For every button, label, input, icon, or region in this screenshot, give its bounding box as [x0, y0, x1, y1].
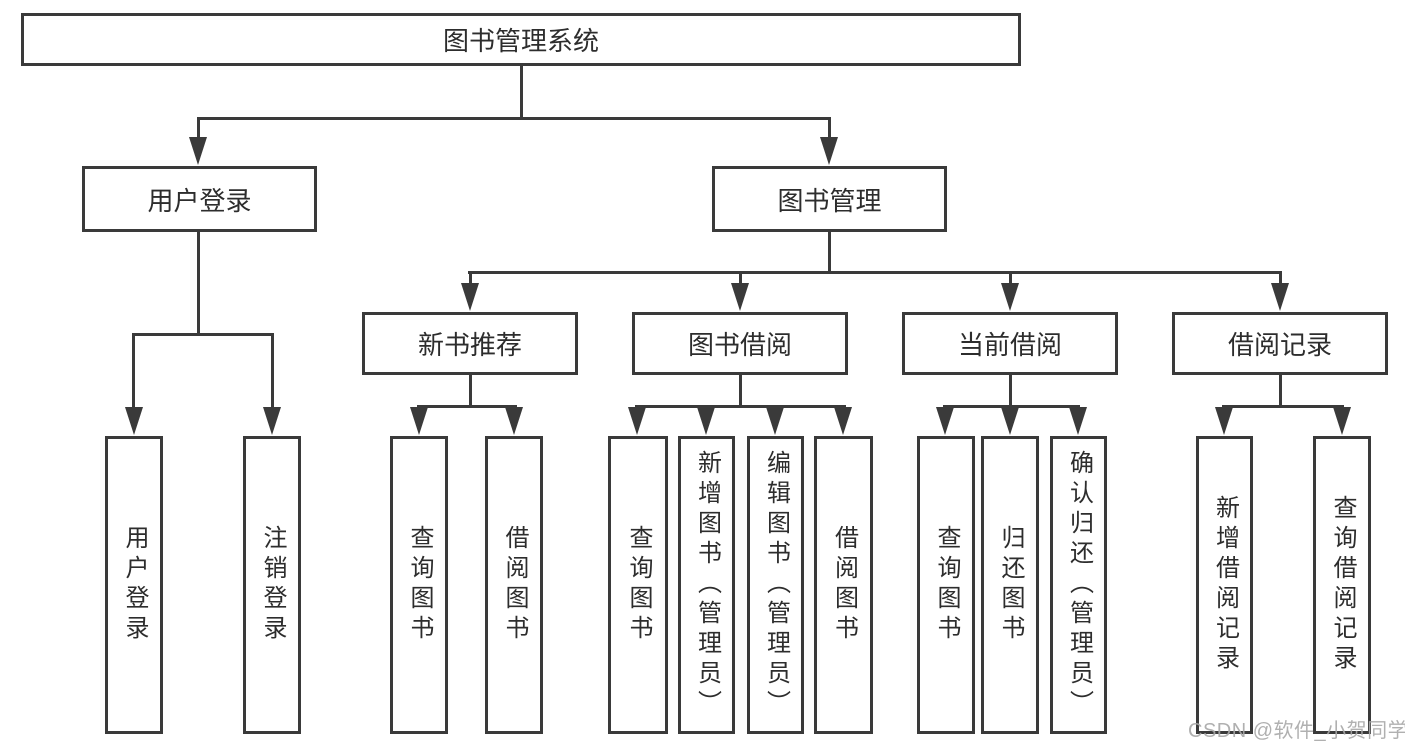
leaf-query-borrow-record: 查询借阅记录 [1313, 436, 1371, 734]
watermark: CSDN @软件_小贺同学 [1188, 720, 1405, 742]
node-current-borrowing: 当前借阅 [902, 312, 1118, 375]
leaf-logout: 注销登录 [243, 436, 301, 734]
connector-line [417, 405, 517, 408]
connector-line [1279, 271, 1282, 287]
leaf-label: 新增图书（管理员） [693, 450, 721, 720]
connector-line [1009, 271, 1012, 287]
node-book-management: 图书管理 [712, 166, 947, 232]
leaf-confirm-return-admin: 确认归还（管理员） [1050, 436, 1107, 734]
connector-line [1009, 373, 1012, 408]
connector-line [828, 117, 831, 143]
connector-line [739, 271, 742, 287]
leaf-borrow-books-recommend: 借阅图书 [485, 436, 543, 734]
node-label: 借阅记录 [1227, 330, 1332, 360]
node-label: 图书管理系统 [442, 26, 599, 56]
arrow-down-icon [834, 407, 852, 435]
arrow-down-icon [628, 407, 646, 435]
leaf-label: 借阅图书 [501, 525, 528, 645]
connector-line [271, 333, 274, 410]
arrow-down-icon [1271, 283, 1289, 311]
arrow-down-icon [1069, 407, 1087, 435]
connector-line [1222, 405, 1344, 408]
node-label: 图书借阅 [687, 330, 792, 360]
node-label: 当前借阅 [957, 330, 1062, 360]
node-library-management-system: 图书管理系统 [21, 13, 1021, 66]
arrow-down-icon [936, 407, 954, 435]
connector-root-stem [520, 66, 523, 118]
node-label: 图书管理 [777, 185, 882, 216]
leaf-label: 查询图书 [933, 525, 960, 645]
leaf-query-books-recommend: 查询图书 [390, 436, 448, 734]
leaf-add-book-admin: 新增图书（管理员） [678, 436, 735, 734]
connector-book-mgmt-stem [828, 231, 831, 274]
connector-book-mgmt-hbar [468, 271, 1282, 274]
leaf-label: 查询图书 [406, 525, 433, 645]
connector-user-login-hbar [132, 333, 274, 336]
arrow-down-icon [1001, 407, 1019, 435]
leaf-label: 查询图书 [625, 525, 652, 645]
arrow-down-icon [1215, 407, 1233, 435]
node-label: 新书推荐 [417, 330, 522, 360]
connector-line [739, 373, 742, 408]
leaf-label: 编辑图书（管理员） [762, 450, 790, 720]
leaf-edit-book-admin: 编辑图书（管理员） [747, 436, 804, 734]
connector-line [943, 405, 1080, 408]
connector-root-hbar [197, 117, 831, 120]
arrow-down-icon [1001, 283, 1019, 311]
leaf-query-books-borrowing: 查询图书 [608, 436, 668, 734]
arrow-down-icon [189, 137, 207, 165]
connector-line [469, 373, 472, 408]
node-borrowing-records: 借阅记录 [1172, 312, 1388, 375]
node-label: 用户登录 [147, 185, 252, 216]
connector-line [197, 117, 200, 143]
arrow-down-icon [1333, 407, 1351, 435]
leaf-label: 确认归还（管理员） [1065, 450, 1093, 720]
arrow-down-icon [125, 407, 143, 435]
leaf-label: 新增借阅记录 [1211, 495, 1239, 675]
arrow-down-icon [697, 407, 715, 435]
connector-line [132, 333, 135, 410]
arrow-down-icon [766, 407, 784, 435]
arrow-down-icon [820, 137, 838, 165]
leaf-label: 归还图书 [997, 525, 1024, 645]
connector-line [469, 271, 472, 287]
arrow-down-icon [461, 283, 479, 311]
arrow-down-icon [505, 407, 523, 435]
node-new-book-recommendation: 新书推荐 [362, 312, 578, 375]
leaf-add-borrow-record: 新增借阅记录 [1196, 436, 1253, 734]
connector-line [635, 405, 846, 408]
node-book-borrowing: 图书借阅 [632, 312, 848, 375]
arrow-down-icon [731, 283, 749, 311]
leaf-label: 查询借阅记录 [1329, 495, 1356, 675]
leaf-label: 用户登录 [121, 525, 148, 645]
connector-line [1279, 373, 1282, 408]
leaf-return-book: 归还图书 [981, 436, 1039, 734]
leaf-query-books-current: 查询图书 [917, 436, 975, 734]
leaf-label: 借阅图书 [830, 525, 858, 645]
leaf-label: 注销登录 [259, 525, 286, 645]
leaf-user-login: 用户登录 [105, 436, 163, 734]
leaf-borrow-books-borrowing: 借阅图书 [814, 436, 873, 734]
connector-user-login-stem [197, 231, 200, 336]
node-user-login: 用户登录 [82, 166, 317, 232]
arrow-down-icon [410, 407, 428, 435]
arrow-down-icon [263, 407, 281, 435]
